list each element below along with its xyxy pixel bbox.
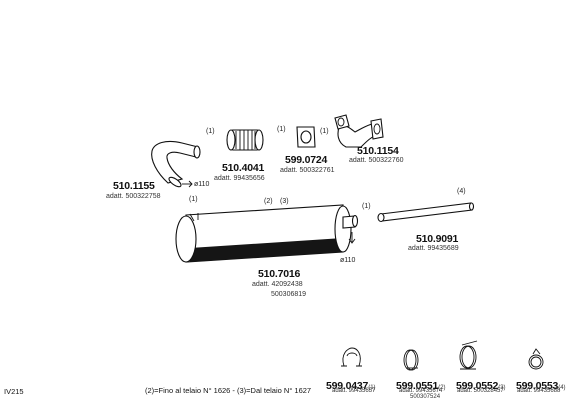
clamp-u-bolt-drawing xyxy=(341,347,362,367)
gasket-qty: (1) xyxy=(277,126,286,133)
clamp-4-label: 599.0553(4) xyxy=(516,377,566,393)
silencer-diameter: ø110 xyxy=(340,257,356,264)
silencer-adatt-2: 500306819 xyxy=(271,291,307,298)
clamp-1-qty: (1) xyxy=(368,385,376,391)
clamp-2-adatt-2: 500307524 xyxy=(410,394,441,400)
clamp-1-label: 599.0437(1) xyxy=(326,377,376,393)
flange-elbow-adatt: adatt. 500322760 xyxy=(349,157,404,164)
diagram-reference: IV215 xyxy=(4,387,24,396)
clamp-3-code: 599.0552 xyxy=(456,380,499,392)
clamp-band-drawing xyxy=(403,349,419,371)
silencer-qty-3: (3) xyxy=(280,198,289,205)
elbow-pipe-adatt: adatt. 500322758 xyxy=(106,193,161,200)
clamp-4-code: 599.0553 xyxy=(516,380,559,392)
clamp-2-qty: (2) xyxy=(438,385,446,391)
tail-pipe-qty: (4) xyxy=(457,188,466,195)
flex-pipe-adatt: adatt. 99435656 xyxy=(214,175,265,182)
frame-legend: (2)=Fino al telaio N° 1626 - (3)=Dal tel… xyxy=(145,386,312,395)
silencer-adatt: adatt. 42092438 xyxy=(252,281,303,288)
clamp-4-adatt: adatt. 99435688 xyxy=(517,388,561,394)
clamp-3-adatt: adatt. 500328457 xyxy=(457,388,504,394)
elbow-pipe-drawing xyxy=(151,140,201,188)
silencer-qty-2: (2) xyxy=(264,198,273,205)
flange-elbow-code: 510.1154 xyxy=(357,145,399,157)
elbow-pipe-diameter: ø110 xyxy=(194,181,210,188)
clamp-2-code: 599.0551 xyxy=(396,380,439,392)
flex-pipe-drawing xyxy=(226,129,264,151)
tail-pipe-adatt: adatt. 99435689 xyxy=(408,245,459,252)
clamp-3-qty: (3) xyxy=(498,385,506,391)
clamp-2-label: 599.0551(2) xyxy=(396,377,446,393)
elbow-pipe-qty: (1) xyxy=(206,128,215,135)
flex-pipe-qty: (1) xyxy=(320,128,329,135)
gasket-drawing xyxy=(296,126,316,148)
flex-pipe-code: 510.4041 xyxy=(222,162,265,174)
flange-elbow-drawing xyxy=(334,114,384,148)
clamp-1-adatt: adatt. 99435657 xyxy=(332,388,376,394)
clamp-2-adatt: adatt. 99435674 xyxy=(399,388,443,394)
clamp-4-qty: (4) xyxy=(558,385,566,391)
clamp-ring-drawing xyxy=(528,348,544,370)
silencer-qty-left: (1) xyxy=(189,196,198,203)
tail-pipe-code: 510.9091 xyxy=(416,233,459,245)
silencer-drawing xyxy=(175,204,359,263)
tail-pipe-qty-left: (1) xyxy=(362,203,371,210)
gasket-code: 599.0724 xyxy=(285,154,328,166)
clamp-1-code: 599.0437 xyxy=(326,380,369,392)
clamp-3-label: 599.0552(3) xyxy=(456,377,506,393)
clamp-strap-drawing xyxy=(459,340,478,370)
gasket-adatt: adatt. 500322761 xyxy=(280,167,335,174)
silencer-code: 510.7016 xyxy=(258,268,301,280)
elbow-pipe-code: 510.1155 xyxy=(113,180,155,192)
tail-pipe-drawing xyxy=(377,202,475,223)
